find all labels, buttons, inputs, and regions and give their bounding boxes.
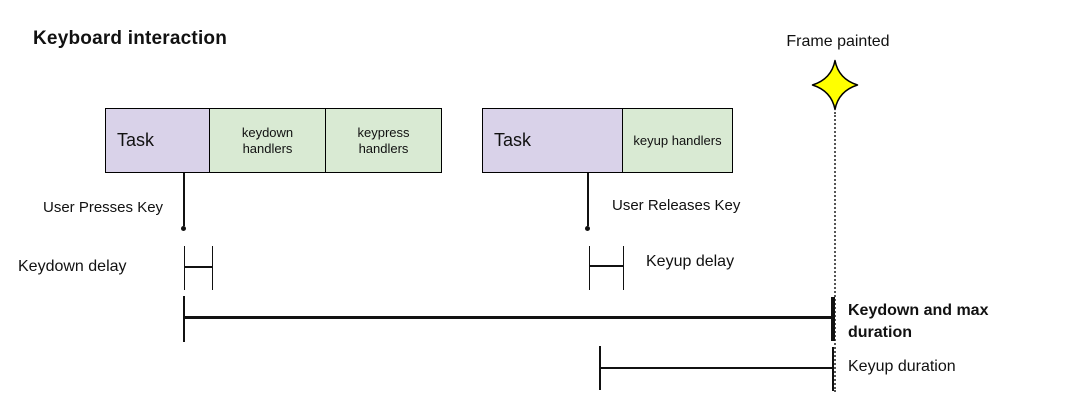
keyup-duration-label: Keyup duration (848, 358, 956, 375)
keydown-max-duration-label: Keydown and max duration (848, 302, 989, 341)
key-press-event-marker (181, 226, 186, 231)
keyup-delay-start-tick (588, 246, 590, 290)
keyup-delay-end-tick (622, 246, 624, 290)
user-presses-key-label: User Presses Key (43, 199, 164, 216)
key-release-event-line (587, 173, 589, 226)
keydown-duration-end-tick (831, 297, 835, 341)
keyup-duration-line (600, 367, 833, 369)
keydown-delay-start-tick (183, 246, 185, 290)
keyup-duration-start-tick (599, 346, 601, 390)
keyup-handlers-segment: keyup handlers (622, 108, 733, 173)
frame-painted-label: Frame painted (786, 33, 890, 50)
keydown-task-bar: Task keydown handlers keypress handlers (105, 108, 442, 173)
keyup-duration-end-tick (832, 347, 834, 391)
keyup-delay-interval-line (589, 265, 623, 267)
key-press-event-line (183, 173, 185, 226)
keydown-delay-end-tick (211, 246, 213, 290)
keydown-duration-start-tick (183, 296, 185, 342)
frame-painted-timeline (834, 112, 836, 392)
task-segment: Task (482, 108, 623, 173)
keypress-handlers-segment: keypress handlers (325, 108, 442, 173)
user-releases-key-label: User Releases Key (612, 197, 741, 214)
keydown-delay-label: Keydown delay (18, 258, 127, 275)
keyup-task-bar: Task keyup handlers (482, 108, 733, 173)
keyup-delay-label: Keyup delay (646, 253, 735, 270)
key-release-event-marker (585, 226, 590, 231)
keydown-handlers-segment: keydown handlers (209, 108, 326, 173)
keydown-max-duration-line (184, 316, 835, 319)
page-title: Keyboard interaction (33, 28, 228, 49)
keydown-delay-interval-line (184, 266, 212, 268)
task-segment: Task (105, 108, 210, 173)
frame-painted-star-icon (811, 59, 859, 111)
